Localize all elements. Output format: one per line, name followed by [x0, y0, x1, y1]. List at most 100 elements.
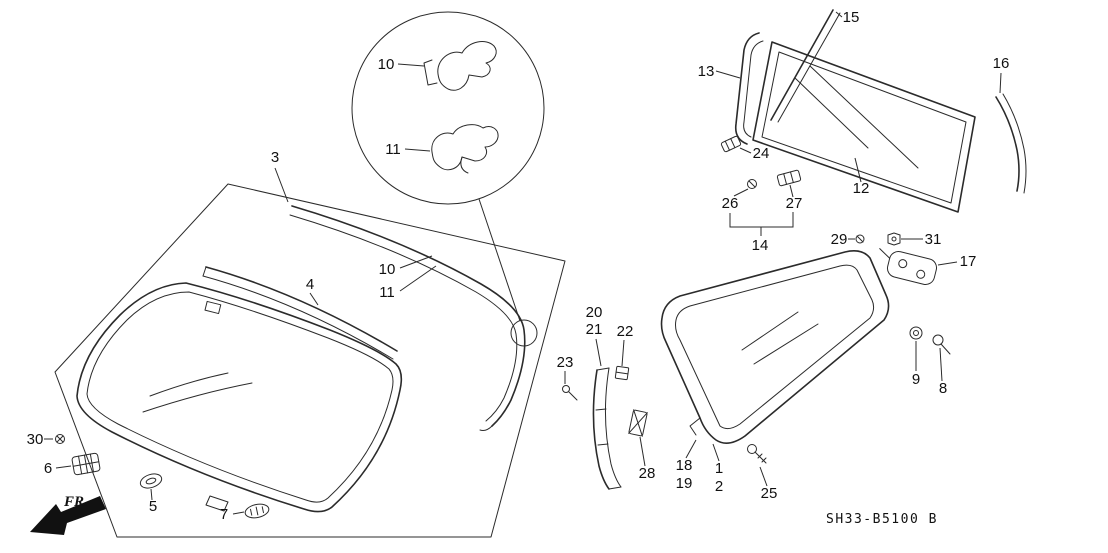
callout-28: 28 — [639, 465, 656, 482]
latch-17-body — [886, 250, 938, 286]
fr-direction-label: FR. — [63, 494, 88, 510]
strip-16-line-1 — [995, 96, 1020, 192]
clip-10-bracket — [423, 59, 438, 86]
leader-12 — [854, 157, 862, 183]
nut-31-hole — [891, 236, 897, 242]
grommet-9-outer — [909, 326, 923, 340]
callout-24: 24 — [753, 145, 770, 162]
callout-6: 6 — [44, 460, 52, 477]
leader-3 — [274, 167, 289, 203]
leader-5 — [150, 488, 153, 501]
leader-11-circle — [404, 148, 431, 152]
windshield-bottom-tab — [205, 495, 229, 512]
screw-26-slot — [748, 180, 756, 188]
quarter-glass-outline — [675, 264, 875, 430]
clip-7-detail-1 — [250, 508, 253, 516]
leader-16 — [999, 72, 1002, 94]
garnish-28-icon — [628, 409, 648, 437]
callout-8: 8 — [939, 380, 947, 397]
latch-17-hole-2 — [916, 269, 926, 279]
garnish-hatch-1 — [595, 408, 607, 411]
clip-11-tail — [460, 156, 469, 174]
molding-4-strip-lower — [202, 275, 394, 360]
callout-3: 3 — [271, 149, 279, 166]
leader-18-19 — [685, 439, 697, 459]
clip-5-inner — [145, 477, 157, 485]
molding-4-strip — [205, 266, 398, 352]
callout-30: 30 — [27, 431, 44, 448]
callout-27: 27 — [786, 195, 803, 212]
perspective-panel-outline — [54, 183, 566, 538]
quarter-glass-reflection-1 — [741, 311, 799, 351]
fr-direction-arrow — [30, 496, 106, 535]
grommet-9-icon — [909, 326, 923, 340]
leader-25 — [759, 466, 768, 487]
leader-27 — [789, 184, 794, 198]
clip-7-outer — [244, 503, 270, 519]
rear-window-fasteners — [720, 135, 802, 236]
grommet-9-inner — [913, 330, 919, 336]
leader-10-circle — [397, 63, 425, 67]
strip-16-line-2 — [1002, 93, 1027, 194]
nut-31-icon — [887, 232, 901, 246]
screw-26-head — [747, 179, 757, 189]
screw-25-shaft — [754, 451, 767, 464]
screw-25-thread-2 — [761, 457, 767, 463]
windshield-glass-outline — [76, 282, 403, 513]
clip-27-icon — [776, 169, 802, 187]
zoom-target-ring — [510, 319, 538, 347]
molding-13-strip — [734, 32, 760, 145]
clip-22-ridge — [615, 371, 629, 375]
clip-27-ridge-2 — [789, 171, 794, 184]
screw-30-icon — [55, 434, 65, 444]
screw-29-slot — [856, 235, 864, 243]
leader-26 — [733, 188, 749, 197]
clip-7-detail-2 — [255, 506, 259, 516]
windshield-reflection-line-1 — [149, 372, 229, 397]
mirror-mount — [204, 300, 222, 315]
leader-20-21 — [595, 338, 602, 367]
leader-1-2 — [712, 443, 720, 462]
strip-15-line-2 — [777, 12, 841, 123]
callout-12: 12 — [853, 180, 870, 197]
callout-15: 15 — [843, 9, 860, 26]
clip-27-body — [776, 169, 802, 187]
screw-30-slot-2 — [56, 435, 64, 443]
callout-5: 5 — [149, 498, 157, 515]
screw-8-icon — [932, 334, 951, 355]
leader-6 — [55, 465, 72, 469]
leader-24 — [739, 147, 752, 154]
clip-24-ridge-2 — [730, 138, 736, 149]
screw-29-icon — [855, 234, 865, 244]
callout-19: 19 — [676, 475, 693, 492]
leader-4 — [309, 292, 319, 306]
screw-8-shaft — [940, 343, 951, 355]
strip-15-line-1 — [770, 9, 834, 121]
leader-17 — [937, 261, 958, 266]
rear-glass-inner-edge — [761, 51, 967, 204]
molding-3-end-hook — [479, 425, 493, 431]
pillar-garnish-group — [562, 365, 648, 490]
clip-7-icon — [244, 503, 270, 519]
front-windshield-assembly — [54, 183, 566, 538]
screw-25-icon — [747, 444, 767, 464]
callout-31: 31 — [925, 231, 942, 248]
windshield-reflection-line-2 — [142, 382, 253, 413]
screw-23-icon — [562, 385, 578, 401]
callout-29: 29 — [831, 231, 848, 248]
clip-10-drawing — [437, 41, 497, 91]
front-fastener-group: FR. — [30, 434, 270, 535]
detail-pointer-line — [478, 198, 521, 322]
garnish-hatch-2 — [597, 443, 609, 446]
leader-11-main — [399, 265, 437, 292]
screw-25-thread-1 — [757, 453, 763, 459]
molding-3-strip-outer — [291, 205, 526, 427]
rear-glass-outline — [752, 41, 976, 213]
clip-5-outer — [139, 473, 163, 489]
callout-21: 21 — [586, 321, 603, 338]
nut-31-hex — [887, 232, 901, 246]
clip-24-ridge-1 — [724, 140, 730, 151]
molding-13-strip-inner — [743, 40, 764, 138]
callout-22: 22 — [617, 323, 634, 340]
